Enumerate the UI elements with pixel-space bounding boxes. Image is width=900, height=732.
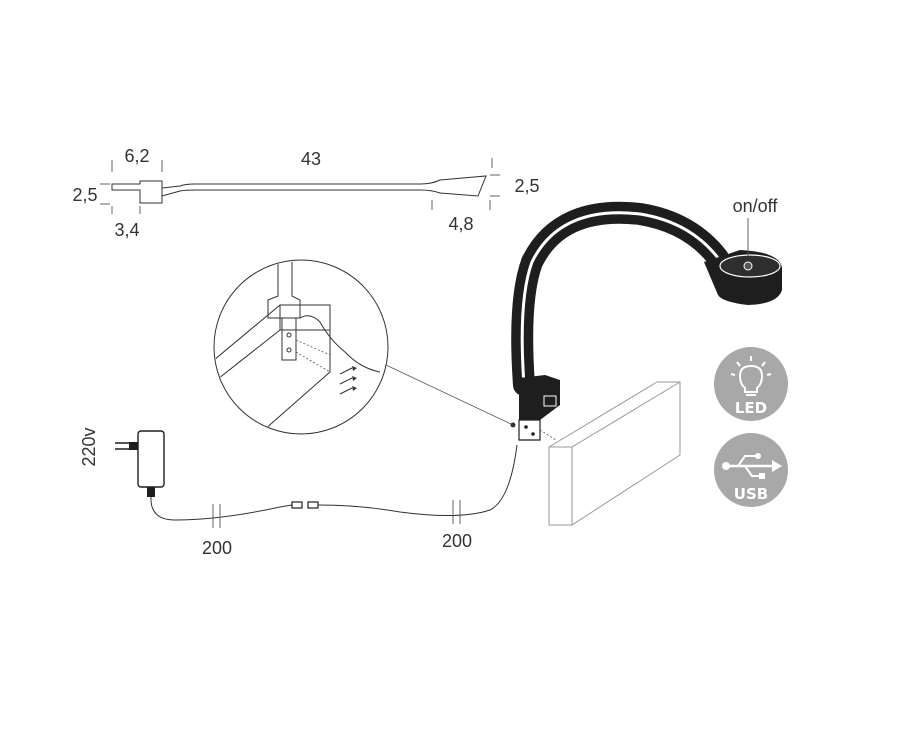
cable-right-length: 200: [442, 531, 472, 551]
dim-height-left: 2,5: [72, 185, 97, 205]
cable-left-length: 200: [202, 538, 232, 558]
power-adapter: [115, 430, 165, 497]
dim-width-right: 4,8: [448, 214, 473, 234]
furniture-panel: [548, 381, 681, 526]
dim-length: 43: [301, 149, 321, 169]
usb-badge: USB: [714, 433, 788, 507]
mounting-detail-circle: [213, 259, 516, 435]
cable: [150, 444, 518, 528]
led-badge: LED: [714, 347, 788, 421]
usb-icon: [722, 453, 782, 479]
voltage-label: 220v: [79, 427, 99, 466]
switch-label: on/off: [733, 196, 779, 216]
dim-height-right: 2,5: [514, 176, 539, 196]
dim-width-left: 6,2: [124, 146, 149, 166]
usb-badge-label: USB: [734, 485, 768, 503]
led-badge-label: LED: [735, 399, 767, 417]
lamp: [511, 201, 782, 441]
dim-depth-left: 3,4: [114, 220, 139, 240]
side-profile-drawing: [100, 158, 500, 214]
bulb-icon: [730, 356, 772, 396]
